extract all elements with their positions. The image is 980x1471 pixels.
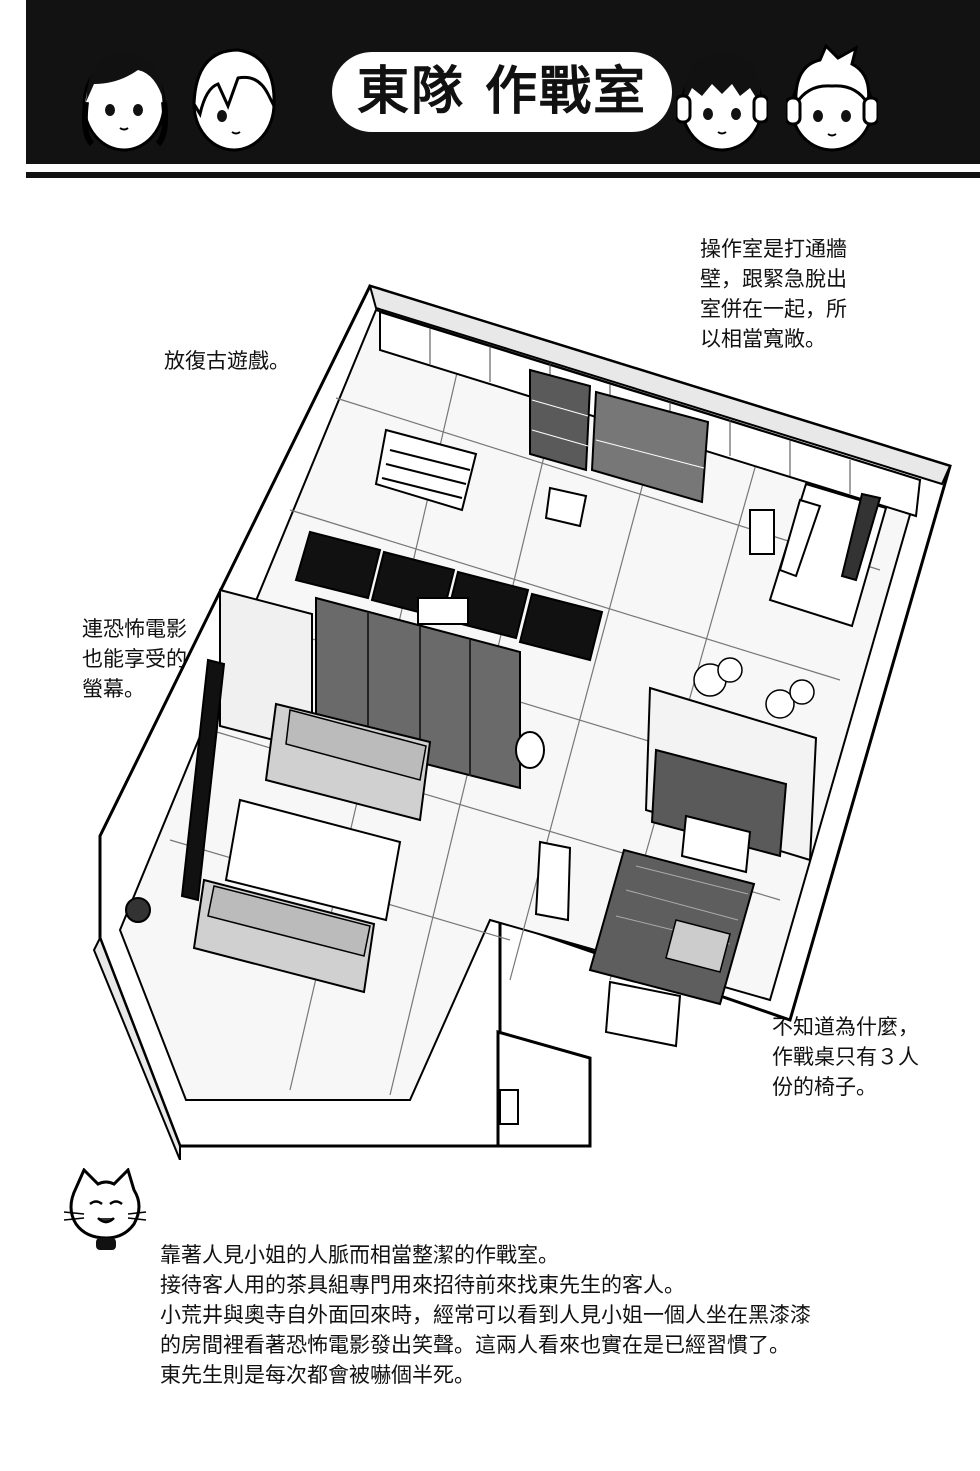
- caption-line: 小荒井與奧寺自外面回來時，經常可以看到人見小姐一個人坐在黑漆漆: [160, 1303, 811, 1327]
- member-headphones-dark-portrait: [676, 53, 768, 152]
- foosball-table: [374, 428, 478, 512]
- note-horror-screen: 連恐怖電影 也能享受的 螢幕。: [82, 617, 187, 701]
- cat-mascot-icon: [63, 1168, 147, 1250]
- movie-screen: [180, 658, 226, 902]
- caption-line: 東先生則是每次都會被嚇個半死。: [160, 1363, 475, 1387]
- header-divider: [26, 172, 980, 178]
- bookshelves: [529, 368, 710, 504]
- operator-desk: [749, 482, 888, 628]
- potted-plants: [693, 657, 815, 719]
- header-banner: [26, 0, 980, 164]
- strategy-table: [588, 848, 756, 1006]
- note-three-chairs: 不知道為什麼， 作戰桌只有３人 份的椅子。: [772, 1015, 919, 1099]
- sofa-lower: [192, 878, 376, 994]
- member-headphones-spiky-portrait: [786, 44, 878, 152]
- door-panel: [499, 1089, 519, 1125]
- strategy-chairs: [534, 814, 752, 1048]
- entrance-door: [496, 1030, 592, 1148]
- member-light-hair-portrait: [192, 48, 276, 152]
- caption-line: 的房間裡看著恐怖電影發出笑聲。這兩人看來也實在是已經習慣了。: [160, 1333, 790, 1357]
- sofa-upper: [264, 702, 432, 822]
- stool: [544, 486, 588, 528]
- page-title: 東隊 作戰室: [332, 52, 672, 132]
- coffee-table: [224, 798, 402, 922]
- trash-can: [515, 731, 545, 769]
- caption-line: 接待客人用的茶具組專門用來招待前來找東先生的客人。: [160, 1273, 685, 1297]
- room-floorplan-illustration: [92, 284, 952, 1160]
- person-figure: [125, 897, 151, 923]
- caption-block: 靠著人見小姐的人脈而相當整潔的作戰室。 接待客人用的茶具組專門用來招待前來找東先…: [160, 1240, 960, 1390]
- caption-line: 靠著人見小姐的人脈而相當整潔的作戰室。: [160, 1243, 559, 1267]
- note-retro-games: 放復古遊戲。: [164, 349, 290, 373]
- note-operation-room: 操作室是打通牆 壁，跟緊急脫出 室併在一起，所 以相當寬敞。: [700, 237, 847, 351]
- member-long-hair-portrait: [81, 52, 169, 152]
